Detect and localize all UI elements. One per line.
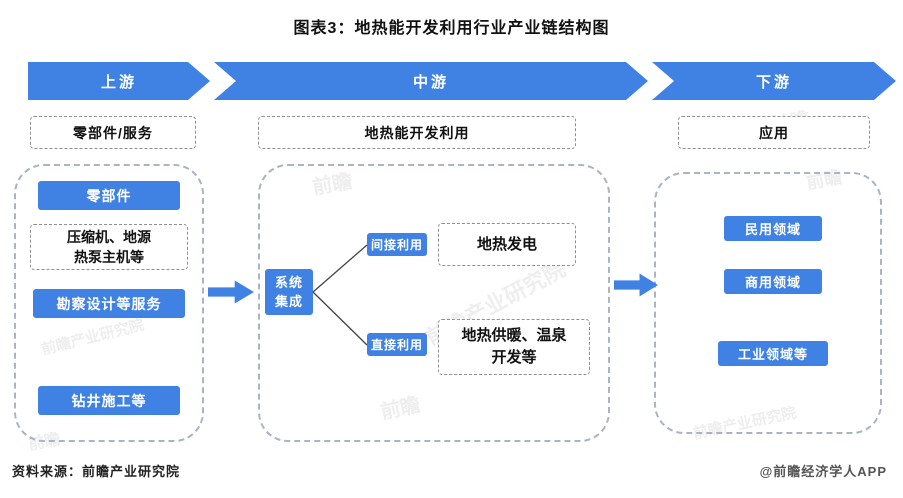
banner-upstream: 上游: [28, 62, 210, 100]
downstream-container: [654, 172, 882, 434]
midstream-system-integration-label: 系统 集成: [274, 274, 303, 310]
arrow-upstream-to-midstream: [208, 280, 254, 304]
upstream-item-compressor-label: 压缩机、地源 热泵主机等: [67, 228, 151, 265]
midstream-indirect-result-label: 地热发电: [476, 235, 537, 253]
upstream-item-components: 零部件: [38, 181, 180, 210]
upstream-header-label: 零部件/服务: [73, 124, 153, 141]
upstream-item-components-label: 零部件: [86, 187, 132, 204]
arrow-midstream-to-downstream: [614, 273, 658, 297]
downstream-item-industrial-label: 工业领域等: [737, 347, 808, 362]
downstream-item-commercial: 商用领域: [724, 269, 822, 294]
upstream-item-survey-label: 勘察设计等服务: [56, 295, 162, 312]
banner-midstream: 中游: [214, 62, 648, 100]
midstream-header-box: 地热能开发利用: [258, 116, 576, 149]
downstream-item-industrial: 工业领域等: [718, 341, 828, 366]
midstream-direct-use: 直接利用: [367, 333, 427, 356]
downstream-item-civil-label: 民用领域: [744, 222, 801, 237]
upstream-item-drilling-label: 钻井施工等: [71, 392, 147, 409]
midstream-direct-result-label: 地热供暖、温泉 开发等: [461, 327, 567, 366]
upstream-container: [14, 164, 204, 442]
upstream-item-compressor: 压缩机、地源 热泵主机等: [30, 224, 188, 270]
midstream-container: [258, 164, 610, 442]
midstream-header-label: 地热能开发利用: [364, 124, 470, 141]
downstream-header-box: 应用: [678, 116, 870, 149]
midstream-direct-result: 地热供暖、温泉 开发等: [438, 319, 590, 375]
midstream-indirect-result: 地热发电: [438, 223, 576, 266]
midstream-direct-use-label: 直接利用: [370, 338, 423, 352]
credit-note: @前瞻经济学人APP: [759, 464, 887, 479]
midstream-indirect-use: 间接利用: [367, 233, 427, 256]
midstream-system-integration: 系统 集成: [265, 269, 313, 315]
midstream-indirect-use-label: 间接利用: [370, 238, 423, 252]
page-title: 图表3：地热能开发利用行业产业链结构图: [293, 20, 610, 37]
upstream-item-drilling: 钻井施工等: [38, 386, 180, 415]
banner-downstream-label: 下游: [755, 73, 792, 91]
source-note: 资料来源：前瞻产业研究院: [12, 464, 181, 479]
banner-midstream-label: 中游: [412, 73, 449, 91]
banner-downstream: 下游: [652, 62, 896, 100]
downstream-header-label: 应用: [759, 124, 789, 141]
banner-upstream-label: 上游: [100, 73, 137, 91]
downstream-item-civil: 民用领域: [724, 216, 822, 241]
downstream-item-commercial-label: 商用领域: [744, 275, 801, 290]
upstream-item-survey: 勘察设计等服务: [33, 289, 185, 318]
upstream-header-box: 零部件/服务: [30, 116, 196, 149]
